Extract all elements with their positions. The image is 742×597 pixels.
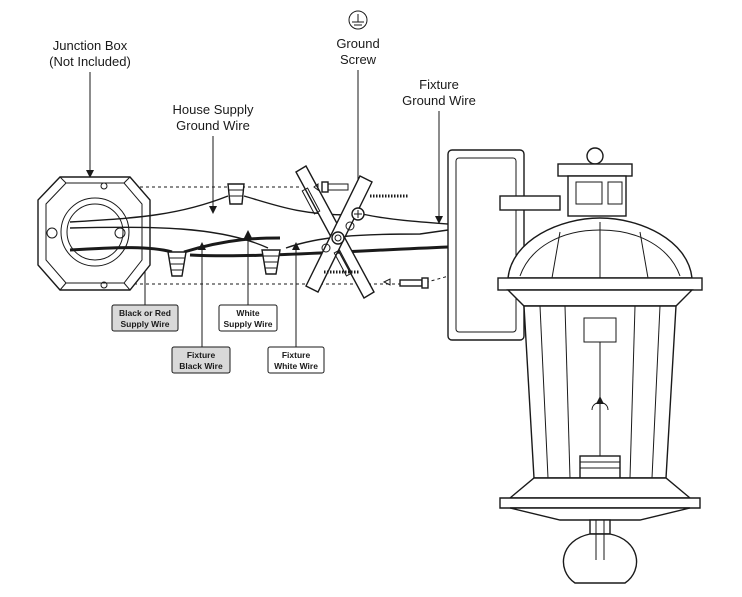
ground-screw-label-line2: Screw — [340, 52, 377, 67]
black-or-red-supply-wire-line1: Black or Red — [119, 308, 171, 318]
junction-box-arrowhead — [86, 170, 94, 178]
white-supply-arrowhead — [244, 230, 252, 238]
ground-screw — [351, 207, 365, 221]
white-supply-wire-line2: Supply Wire — [223, 319, 272, 329]
fixture-backplate — [447, 149, 561, 341]
ground-symbol-icon — [348, 10, 368, 30]
fixture-ground-wire-label-line1: Fixture — [419, 77, 459, 92]
fixture-white-arrowhead — [292, 242, 300, 250]
fixture-ground-wire — [361, 213, 449, 225]
black-or-red-supply-wire-callout: Black or Red Supply Wire — [111, 304, 179, 332]
mounting-screw-bottom — [382, 277, 429, 289]
wire-nut-ground — [227, 183, 245, 205]
house-supply-ground-wire-label-line1: House Supply — [173, 102, 254, 117]
fixture-white-wire-line2: White Wire — [274, 361, 318, 371]
white-supply-wire — [69, 226, 269, 249]
mounting-bracket — [295, 165, 375, 299]
ground-wire-to-screw — [243, 195, 351, 216]
junction-box-label-line2: (Not Included) — [49, 54, 131, 69]
fixture-white-wire-line1: Fixture — [282, 350, 311, 360]
fixture-white-wire-callout: Fixture White Wire — [267, 346, 325, 374]
fixture-ground-wire-label-line2: Ground Wire — [402, 93, 476, 108]
fixture-ground-arrowhead — [435, 216, 443, 224]
junction-box-label-line1: Junction Box — [53, 38, 128, 53]
fixture-black-wire-callout: Fixture Black Wire — [171, 346, 231, 374]
white-supply-wire-callout: White Supply Wire — [218, 304, 278, 332]
wire-nut-black — [167, 251, 187, 277]
fixture-black-wire-line1: Fixture — [187, 350, 216, 360]
white-supply-wire-line1: White — [236, 308, 259, 318]
house-ground-arrowhead — [209, 206, 217, 214]
junction-box — [37, 176, 151, 291]
black-supply-wire — [69, 246, 173, 254]
mounting-screw-top — [313, 181, 349, 193]
lantern-fixture — [497, 147, 703, 584]
fixture-white-wire — [285, 229, 449, 249]
black-or-red-supply-wire-line2: Supply Wire — [120, 319, 169, 329]
ground-screw-label-line1: Ground — [336, 36, 379, 51]
house-supply-ground-wire — [69, 195, 229, 223]
wire-nut-white — [261, 249, 281, 275]
fixture-black-wire-run — [189, 245, 449, 258]
fixture-black-wire-line2: Black Wire — [179, 361, 223, 371]
house-supply-ground-wire-label-line2: Ground Wire — [176, 118, 250, 133]
fixture-black-wire — [183, 236, 281, 254]
